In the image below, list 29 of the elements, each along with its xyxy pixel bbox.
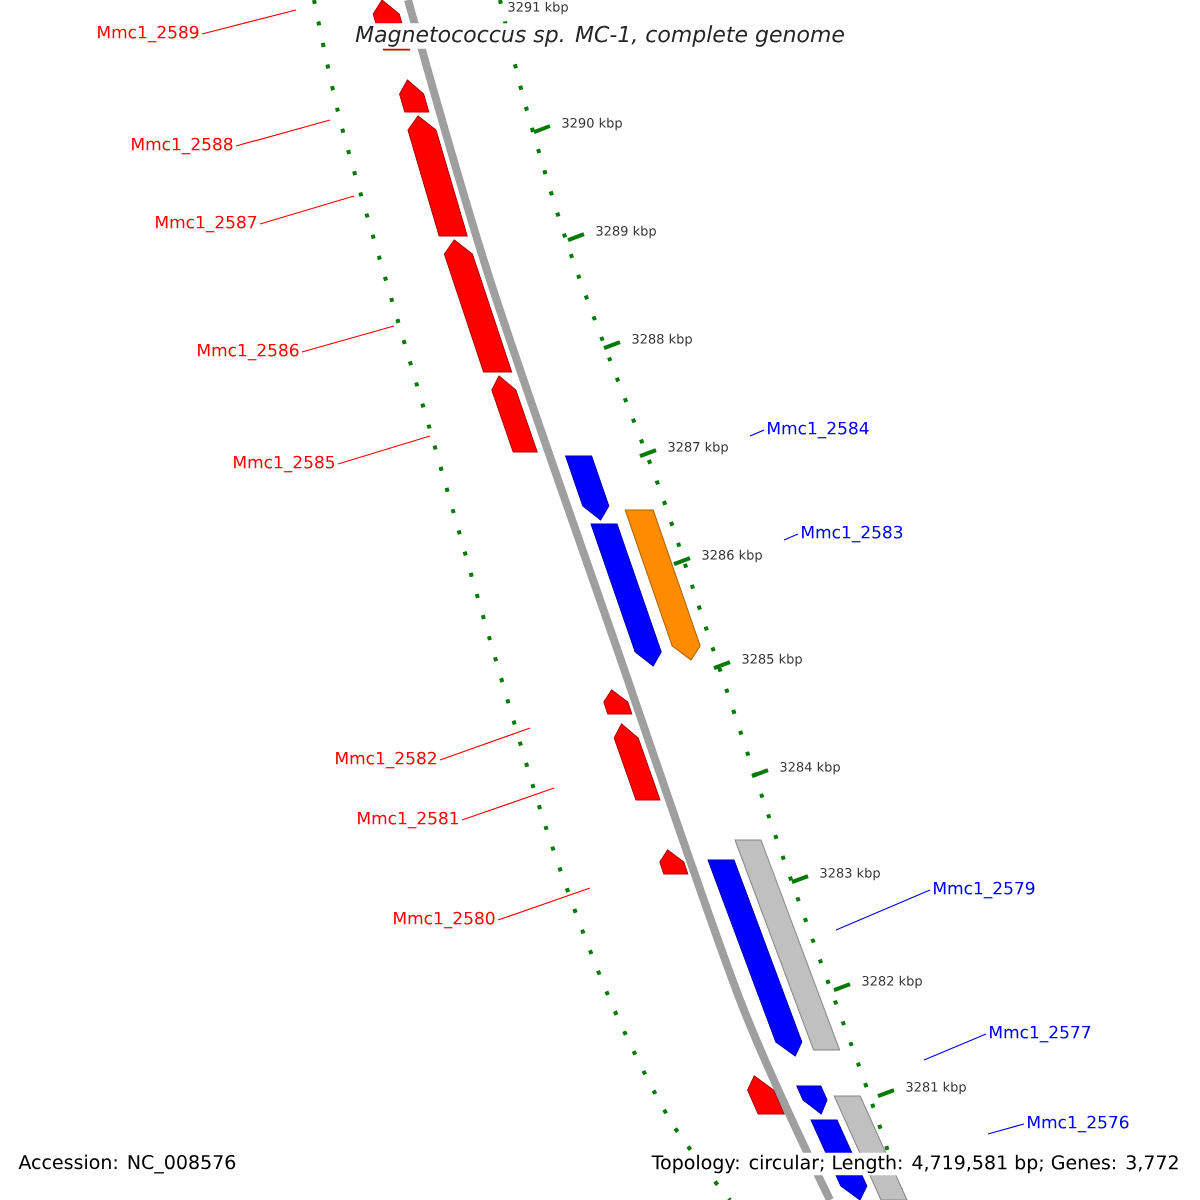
gene-label: Mmc1_2577	[990, 1025, 1091, 1043]
gene-label: Mmc1_2584	[768, 421, 869, 439]
gene-label: Mmc1_2588	[132, 137, 233, 155]
gene-label: Mmc1_2589	[98, 25, 199, 43]
gene-label: Mmc1_2586	[198, 343, 299, 361]
leader-line	[201, 9, 297, 35]
accession-text: Accession: NC_008576	[18, 1154, 236, 1174]
gene-label: Mmc1_2579	[934, 881, 1035, 899]
genome-info-text: Topology: circular; Length: 4,719,581 bp; Genes: 3,772	[649, 1152, 1182, 1176]
leader-line	[439, 727, 531, 761]
leader-line	[835, 889, 931, 931]
leader-line	[259, 195, 355, 225]
leader-line	[461, 787, 555, 821]
leader-line	[235, 119, 331, 147]
gene-label: Mmc1_2581	[358, 811, 459, 829]
gene-label: Mmc1_2576	[1028, 1115, 1129, 1133]
gene-label: Mmc1_2587	[156, 215, 257, 233]
leader-line	[783, 533, 799, 541]
gene-label: Mmc1_2582	[336, 751, 436, 769]
leader-line	[497, 887, 591, 921]
gene-label: Mmc1_2580	[394, 911, 495, 929]
leader-line	[923, 1033, 987, 1061]
gene-label: Mmc1_2583	[802, 525, 903, 543]
leader-line	[749, 429, 765, 437]
leader-line	[301, 325, 395, 353]
leader-line	[337, 435, 431, 465]
title: Magnetococcus sp. MC-1, complete genome	[353, 23, 847, 49]
leader-line	[987, 1123, 1025, 1135]
gene-label: Mmc1_2585	[234, 455, 335, 473]
